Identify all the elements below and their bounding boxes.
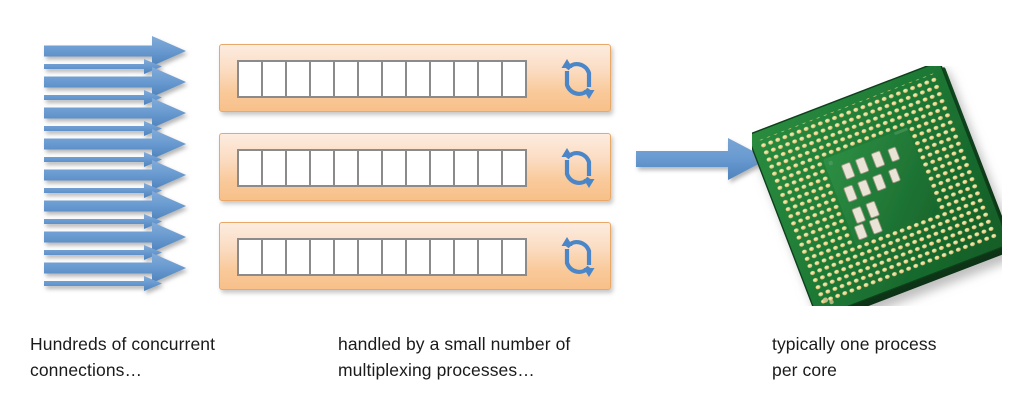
process-slot [431, 62, 455, 96]
process-slot [311, 62, 335, 96]
connection-arrow [44, 36, 186, 66]
process-slot [263, 240, 287, 274]
process-slot [383, 62, 407, 96]
process-slot [503, 62, 527, 96]
process-slot [287, 62, 311, 96]
connection-arrow [44, 152, 162, 167]
multiplexing-process-box-2 [219, 133, 611, 201]
process-slot [407, 62, 431, 96]
connection-arrow [44, 276, 162, 291]
process-slot [311, 240, 335, 274]
caption-connections: Hundreds of concurrent connections… [30, 334, 216, 380]
process-slot [335, 151, 359, 185]
connection-arrow [44, 90, 162, 105]
process-slot [455, 240, 479, 274]
process-slot [263, 151, 287, 185]
process-slot [479, 62, 503, 96]
connection-arrow [44, 67, 186, 97]
process-slot [359, 62, 383, 96]
cycle-arrows-icon [558, 57, 598, 101]
process-slot [431, 151, 455, 185]
process-slot [311, 151, 335, 185]
connection-arrow [44, 191, 186, 221]
connection-arrow [44, 160, 186, 190]
process-slot [239, 240, 263, 274]
process-slot [359, 240, 383, 274]
process-slot [407, 240, 431, 274]
caption-cpu: typically one process per core [772, 334, 937, 380]
process-slot [479, 240, 503, 274]
process-slot-strip-3 [237, 238, 527, 276]
cpu-chip-image [752, 66, 1002, 306]
process-slot [287, 151, 311, 185]
connection-arrow [44, 245, 162, 260]
connection-arrow [44, 121, 162, 136]
process-slot [239, 62, 263, 96]
process-slot-strip-1 [237, 60, 527, 98]
incoming-connections-arrow-bundle [44, 36, 186, 291]
process-slot [335, 62, 359, 96]
caption-processes: handled by a small number of multiplexin… [338, 334, 571, 380]
connection-arrow [44, 183, 162, 198]
connection-arrow [44, 98, 186, 128]
process-slot [407, 151, 431, 185]
process-slot [263, 62, 287, 96]
process-slot [479, 151, 503, 185]
multiplexing-process-box-3 [219, 222, 611, 290]
connection-arrow [44, 59, 162, 74]
connection-arrow [44, 222, 186, 252]
cycle-arrows-icon [558, 146, 598, 190]
process-slot [503, 240, 527, 274]
process-slot [383, 151, 407, 185]
process-slot [335, 240, 359, 274]
process-slot [383, 240, 407, 274]
process-slot-strip-2 [237, 149, 527, 187]
process-slot [455, 151, 479, 185]
process-slot [287, 240, 311, 274]
connection-arrow [44, 129, 186, 159]
multiplexing-process-box-1 [219, 44, 611, 112]
connection-arrow [44, 214, 162, 229]
right-arrow-icon [636, 136, 768, 182]
connection-arrow [44, 253, 186, 283]
cycle-arrows-icon [558, 235, 598, 279]
process-slot [359, 151, 383, 185]
process-slot [239, 151, 263, 185]
process-slot [455, 62, 479, 96]
process-slot [503, 151, 527, 185]
process-slot [431, 240, 455, 274]
